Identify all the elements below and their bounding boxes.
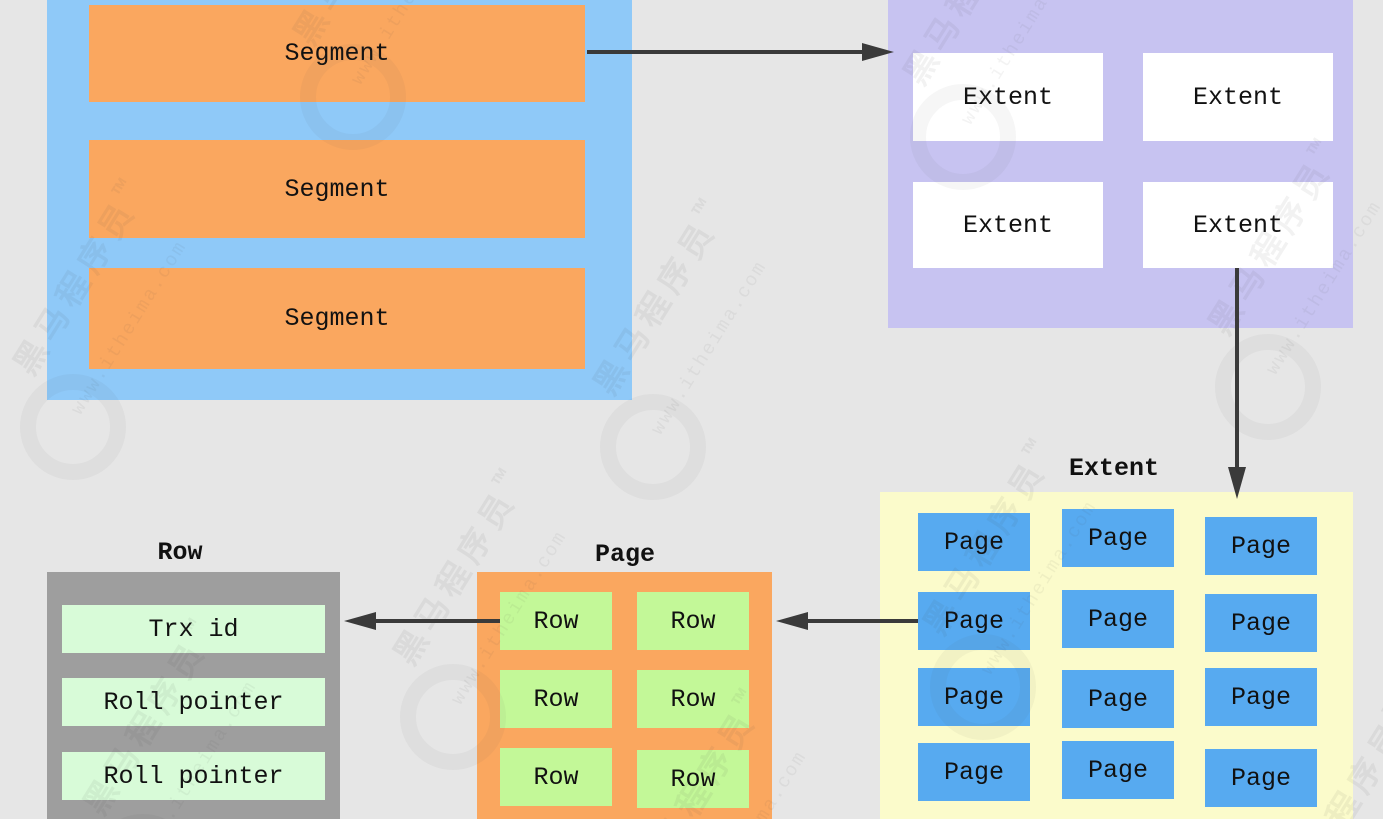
segment-box: Segment (89, 5, 585, 102)
row-box: Row (637, 670, 749, 728)
page-detail-title: Page (594, 540, 655, 569)
page-box: Page (1062, 509, 1174, 567)
row-box: Row (500, 670, 612, 728)
roll-pointer-box: Roll pointer (62, 678, 325, 726)
row-box: Row (637, 750, 749, 808)
roll-pointer-label: Roll pointer (103, 761, 284, 791)
row-label: Row (670, 606, 716, 636)
row-detail-panel: Trx id Roll pointer Roll pointer (47, 572, 340, 819)
extent-panel: Extent Extent Extent Extent (888, 0, 1353, 328)
extent-label: Extent (1192, 210, 1283, 240)
page-box: Page (1205, 594, 1317, 652)
page-box: Page (1205, 749, 1317, 807)
arrow-extent-to-extent-detail (1228, 268, 1246, 499)
arrow-page-to-page-detail (776, 612, 918, 630)
segment-label: Segment (284, 39, 390, 68)
page-label: Page (1230, 682, 1291, 712)
row-label: Row (670, 684, 716, 714)
segment-label: Segment (284, 174, 390, 204)
row-detail-title: Row (157, 538, 203, 567)
page-box: Page (1205, 668, 1317, 726)
page-label: Page (1230, 531, 1291, 561)
page-detail-panel: Row Row Row Row Row Row (477, 572, 772, 819)
extent-box: Extent (913, 53, 1103, 141)
page-label: Page (1087, 523, 1148, 553)
extent-detail-title: Extent (1068, 454, 1159, 483)
arrow-segment-to-extent-panel (587, 43, 894, 61)
extent-label: Extent (962, 210, 1053, 240)
page-label: Page (1230, 763, 1291, 793)
extent-box: Extent (1143, 182, 1333, 268)
row-label: Row (670, 764, 716, 794)
roll-pointer-box: Roll pointer (62, 752, 325, 800)
row-label: Row (533, 762, 579, 792)
segment-label: Segment (284, 304, 390, 333)
row-box: Row (500, 748, 612, 806)
extent-label: Extent (1192, 82, 1283, 112)
page-label: Page (1087, 755, 1148, 785)
page-box: Page (1062, 741, 1174, 799)
page-box: Page (918, 668, 1030, 726)
page-label: Page (1230, 608, 1291, 638)
segment-box: Segment (89, 140, 585, 238)
row-box: Row (500, 592, 612, 650)
extent-label: Extent (962, 82, 1053, 112)
page-box: Page (1062, 670, 1174, 728)
row-label: Row (533, 684, 579, 714)
trx-id-box: Trx id (62, 605, 325, 653)
page-label: Page (1087, 684, 1148, 714)
trx-id-label: Trx id (148, 614, 239, 644)
page-box: Page (1062, 590, 1174, 648)
page-box: Page (1205, 517, 1317, 575)
extent-box: Extent (1143, 53, 1333, 141)
segment-box: Segment (89, 268, 585, 369)
arrow-row-to-row-detail (344, 612, 500, 630)
row-label: Row (533, 606, 579, 636)
roll-pointer-label: Roll pointer (103, 687, 284, 717)
extent-detail-panel: Page Page Page Page Page Page Page Page … (880, 492, 1353, 819)
page-label: Page (1087, 604, 1148, 634)
page-box: Page (918, 513, 1030, 571)
page-label: Page (943, 757, 1004, 787)
page-label: Page (943, 682, 1004, 712)
segment-panel: Segment Segment Segment (47, 0, 632, 400)
page-box: Page (918, 592, 1030, 650)
page-label: Page (943, 606, 1004, 636)
extent-box: Extent (913, 182, 1103, 268)
row-box: Row (637, 592, 749, 650)
page-label: Page (943, 527, 1004, 557)
page-box: Page (918, 743, 1030, 801)
